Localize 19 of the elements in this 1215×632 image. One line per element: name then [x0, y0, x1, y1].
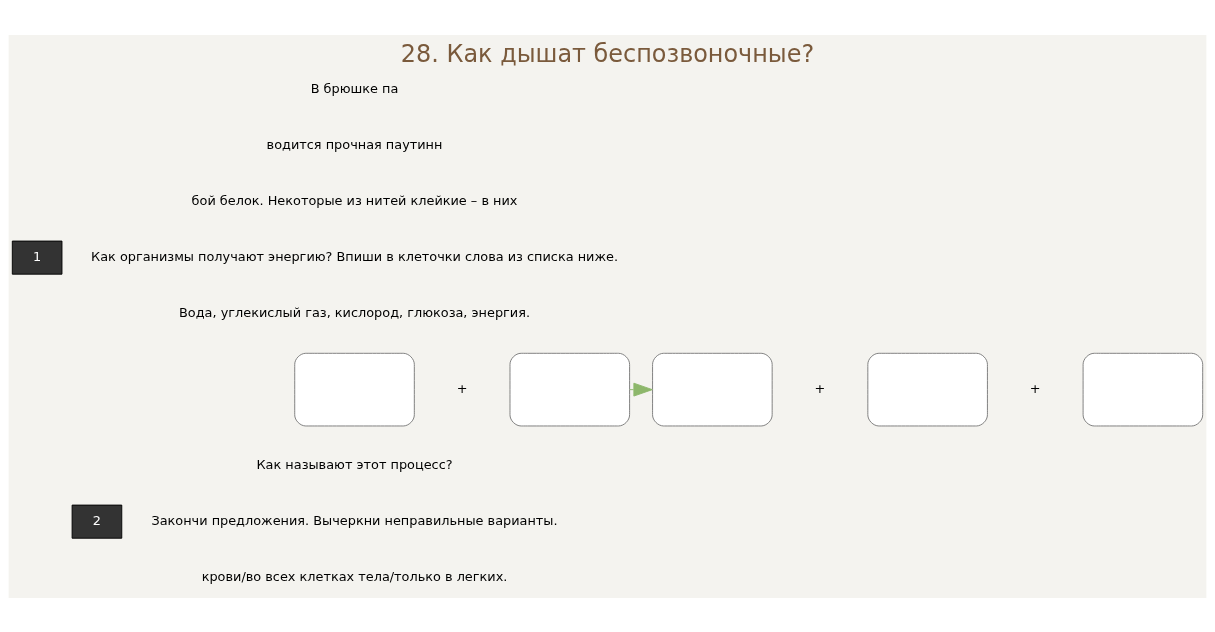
label: 1	[33, 248, 42, 264]
label: бой белок. Некоторые из нитей клейкие – в них	[191, 192, 518, 208]
label: Закончи предложения. Вычеркни неправильные варианты.	[151, 512, 558, 528]
label: 2	[92, 512, 102, 528]
label: +	[1029, 380, 1041, 396]
node-box	[509, 352, 631, 426]
label: Как организмы получают энергию? Впиши в клеточки слова из списка ниже.	[91, 248, 618, 264]
label: Вода, углекислый газ, кислород, глюкоза, энергия.	[179, 304, 531, 320]
diagram-title: 28. Как дышат беспозвоночные?	[400, 38, 815, 67]
node-box	[294, 352, 415, 426]
label: водится прочная паутинн	[266, 136, 443, 152]
node-box	[1082, 352, 1204, 426]
label: крови/во всех клетках тела/только в легких.	[201, 568, 508, 584]
label: +	[814, 380, 826, 396]
node-box	[867, 352, 988, 426]
label: +	[456, 380, 468, 396]
label: Как называют этот процесс?	[256, 456, 453, 472]
node-box	[652, 352, 773, 426]
label: В брюшке па	[310, 80, 399, 96]
